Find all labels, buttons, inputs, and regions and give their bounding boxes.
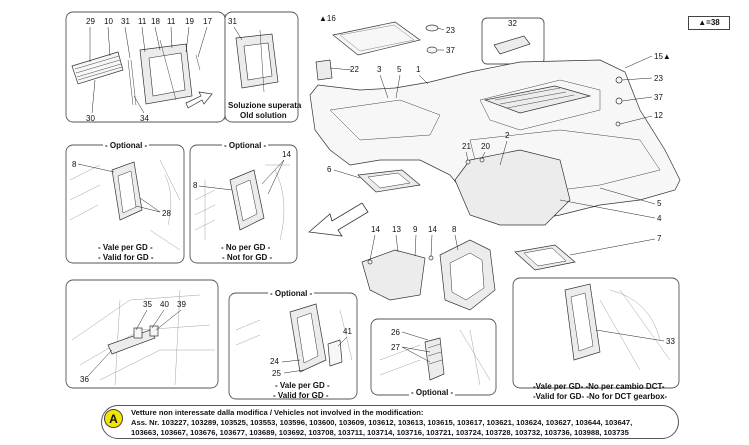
- callout-2: 2: [505, 131, 510, 140]
- callout-23-right: 23: [654, 74, 663, 83]
- callout-11-b: 11: [167, 17, 176, 26]
- note-line-3: 103663, 103667, 103676, 103677, 103689, …: [131, 428, 629, 437]
- callout-3: 3: [377, 65, 382, 74]
- valid-gd-caption-en: - Valid for GD -: [98, 253, 154, 262]
- main-carpet-shell: [309, 59, 681, 223]
- callout-37-right: 37: [654, 93, 663, 102]
- inset-panel-headrest-frame: 29 10 31 11 18 11 19 17 30 34: [65, 11, 226, 123]
- callout-6: 6: [327, 165, 332, 174]
- note-badge-a: A: [104, 409, 123, 428]
- callout-4: 4: [657, 214, 662, 223]
- callout-8-main: 8: [452, 225, 457, 234]
- callout-37-top: 37: [446, 46, 455, 55]
- callout-15: 15▲: [654, 52, 671, 61]
- callout-25: 25: [272, 369, 281, 378]
- main-floor-carpet-assembly: ▲16 23 37 32 15▲ 22 3 5 1 23 37 12 2 21 …: [308, 14, 681, 311]
- optional-header-3: - Optional -: [270, 289, 313, 298]
- callout-9: 9: [413, 225, 418, 234]
- callout-23-top: 23: [446, 26, 455, 35]
- callout-10: 10: [104, 17, 113, 26]
- callout-35: 35: [143, 300, 152, 309]
- callout-34: 34: [140, 114, 149, 123]
- callout-11: 11: [138, 17, 147, 26]
- dct-caption-it: -Vale per GD- -No per cambio DCT-: [533, 382, 665, 391]
- callout-7: 7: [657, 234, 662, 243]
- optional-header-2: - Optional -: [224, 141, 267, 150]
- panel-optional-valid-gd-seat: - Optional - 41 24 25 - Vale per GD - - …: [228, 288, 358, 400]
- callout-29: 29: [86, 17, 95, 26]
- callout-17: 17: [203, 17, 212, 26]
- perforated-panel-drawing: [71, 51, 137, 106]
- dct-caption-en: -Valid for GD- -No for DCT gearbox-: [533, 392, 668, 401]
- callout-39: 39: [177, 300, 186, 309]
- callout-8-nogd: 8: [193, 181, 198, 190]
- direction-arrow: [185, 91, 213, 109]
- floor-mat-16: [332, 21, 421, 56]
- direction-arrow-main: [308, 202, 369, 237]
- callout-41: 41: [343, 327, 352, 336]
- callout-14-right: 14: [428, 225, 437, 234]
- callout-27: 27: [391, 343, 400, 352]
- callout-31: 31: [121, 17, 130, 26]
- callout-12: 12: [654, 111, 663, 120]
- callout-30: 30: [86, 114, 95, 123]
- valid-gd-seat-caption-en: - Valid for GD -: [273, 391, 329, 400]
- callout-33: 33: [666, 337, 675, 346]
- callout-1: 1: [416, 65, 421, 74]
- callout-5-top: 5: [397, 65, 402, 74]
- triangle-icon: ▲: [698, 18, 707, 27]
- panel-optional-valid-gd: - Optional - 8 28 - Vale per GD - - Vali…: [65, 140, 185, 264]
- side-panel-13: [361, 249, 426, 301]
- valid-gd-seat-caption-it: - Vale per GD -: [275, 381, 330, 390]
- callout-5-right: 5: [657, 199, 662, 208]
- callout-13: 13: [392, 225, 401, 234]
- old-solution-caption-en: Old solution: [240, 111, 287, 120]
- valid-gd-caption-it: - Vale per GD -: [98, 243, 153, 252]
- legend-value: =38: [706, 18, 720, 27]
- old-solution-caption-it: Soluzione superata: [228, 101, 302, 110]
- callout-20: 20: [481, 142, 490, 151]
- callout-8-gd: 8: [72, 160, 77, 169]
- callout-40: 40: [160, 300, 169, 309]
- callout-19: 19: [185, 17, 194, 26]
- legend-box: ▲=38: [688, 16, 730, 30]
- callout-21: 21: [462, 142, 471, 151]
- old-solution-panel: 31 Soluzione superata Old solution: [224, 11, 302, 123]
- not-gd-caption-it: - No per GD -: [221, 243, 271, 252]
- note-line-2: Ass. Nr. 103227, 103289, 103525, 103553,…: [131, 418, 633, 427]
- optional-header-4: - Optional -: [411, 388, 454, 397]
- panel-dct-gearbox: 33 -Vale per GD- -No per cambio DCT- -Va…: [512, 277, 680, 401]
- callout-14-nogd: 14: [282, 150, 291, 159]
- panel-bottom-left-wiring: 35 40 39 36: [65, 279, 219, 389]
- callout-36: 36: [80, 375, 89, 384]
- panel-optional-mid: - Optional - 26 27: [370, 318, 497, 397]
- callout-14-left: 14: [371, 225, 380, 234]
- not-gd-caption-en: - Not for GD -: [222, 253, 273, 262]
- frame-bracket-drawing: [139, 39, 201, 105]
- callout-32: 32: [508, 19, 517, 28]
- callout-22: 22: [350, 65, 359, 74]
- modification-note-box: [101, 405, 679, 439]
- note-line-1: Vetture non interessate dalla modifica /…: [131, 408, 424, 417]
- callout-26: 26: [391, 328, 400, 337]
- callout-31-old: 31: [228, 17, 237, 26]
- optional-header-1: - Optional -: [105, 141, 148, 150]
- callout-28: 28: [162, 209, 171, 218]
- callout-18: 18: [151, 17, 160, 26]
- panel-optional-not-gd: - Optional - 14 8 - No per GD - - Not fo…: [189, 140, 298, 264]
- callout-16: ▲16: [319, 14, 336, 23]
- callout-24: 24: [270, 357, 279, 366]
